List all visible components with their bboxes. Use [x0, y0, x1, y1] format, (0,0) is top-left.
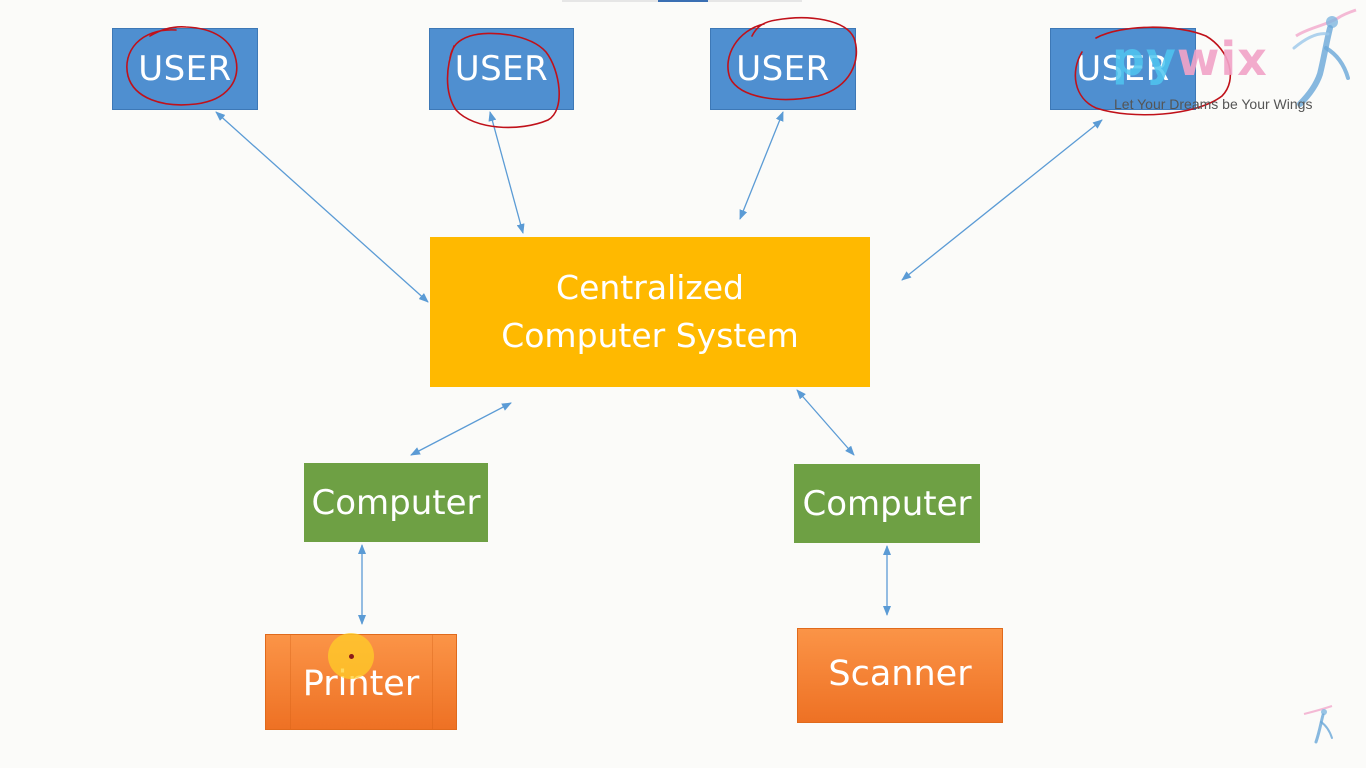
user-node-label: USER — [138, 49, 232, 89]
connector-user3-central — [739, 111, 784, 220]
corner-dancer-icon — [1303, 705, 1333, 744]
central-computer-system-node: Centralized Computer System — [430, 237, 870, 387]
user-node: USER — [710, 28, 856, 110]
user-node: USER — [112, 28, 258, 110]
user-node: USER — [429, 28, 574, 110]
user-node-label: USER — [736, 49, 830, 89]
printer-node: Printer — [265, 634, 457, 730]
logo-word-part-2: wix — [1176, 32, 1268, 86]
logo-wordmark: pywix — [1112, 32, 1268, 86]
computer-node: Computer — [794, 464, 980, 543]
computer-node-label: Computer — [802, 483, 972, 524]
cursor-pointer-icon — [349, 654, 354, 659]
computer-node-label: Computer — [311, 482, 481, 523]
connector-central-computer2 — [796, 389, 855, 456]
connector-user2-central — [488, 111, 525, 234]
scanner-node: Scanner — [797, 628, 1003, 723]
dancer-icon — [1292, 8, 1357, 107]
logo-word-part-1: py — [1112, 32, 1177, 86]
computer-node: Computer — [304, 463, 488, 542]
pywix-logo: pywix Let Your Dreams be Your Wings — [1100, 8, 1360, 120]
top-progress-indicator — [658, 0, 708, 2]
logo-tagline: Let Your Dreams be Your Wings — [1114, 96, 1313, 112]
central-node-label: Centralized Computer System — [501, 268, 799, 355]
connector-central-computer1 — [410, 402, 512, 456]
connector-user4-central — [901, 119, 1103, 281]
connector-user1-central — [215, 111, 429, 303]
scanner-node-label: Scanner — [828, 653, 972, 694]
user-node-label: USER — [454, 49, 549, 89]
